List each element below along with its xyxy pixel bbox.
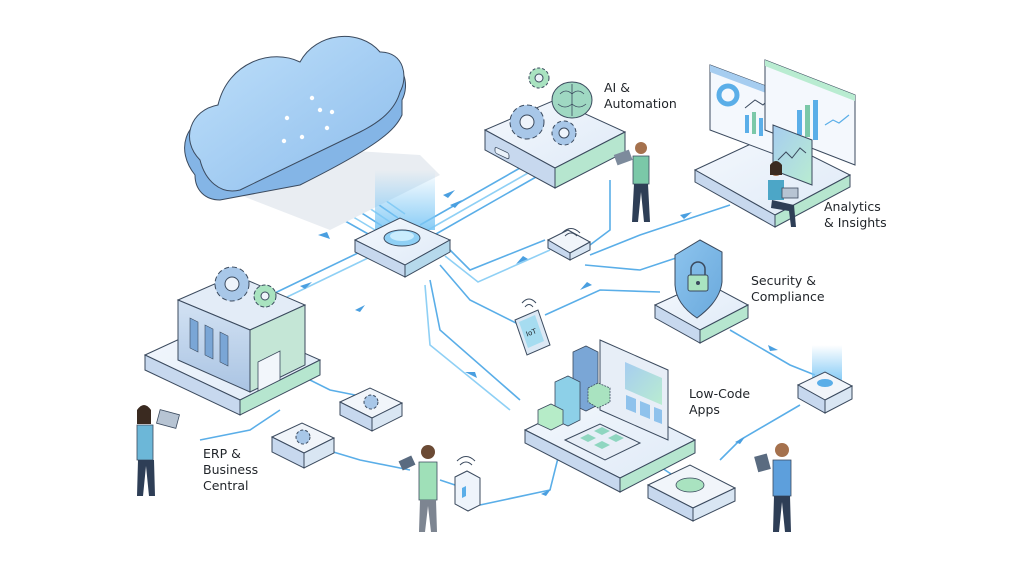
- gear-icon: [214, 266, 250, 302]
- label-security-compliance: Security & Compliance: [751, 273, 825, 305]
- arrow: [443, 190, 455, 198]
- person-ai-laptop: [613, 142, 650, 222]
- arrow: [300, 282, 312, 289]
- cloud-icon: [184, 35, 440, 230]
- gear-icon: [509, 104, 545, 140]
- link-router-analytics: [589, 204, 731, 256]
- label-line: Business: [203, 462, 259, 477]
- link-hub-lowcode-2: [424, 284, 511, 411]
- link-hub-iot: [439, 264, 521, 326]
- arrow: [516, 256, 528, 264]
- label-line: Low-Code: [689, 386, 751, 401]
- person-analytics-laptop: [768, 161, 799, 227]
- cloud-face: [189, 35, 405, 192]
- iot-device-icon: IoT: [514, 298, 551, 356]
- arrow: [318, 232, 330, 239]
- cube-blocks: [537, 345, 611, 431]
- link-beacon-lowcode: [479, 449, 561, 506]
- shield-lock-icon: [674, 239, 723, 319]
- link-hub-router-2: [444, 249, 551, 283]
- link-iot-security: [544, 289, 661, 316]
- gear-icon: [295, 429, 311, 445]
- label-erp-business-central: ERP & Business Central: [203, 446, 258, 494]
- hub-icon: [353, 170, 452, 278]
- person-erp-laptop: [136, 405, 180, 496]
- arrow: [580, 282, 592, 290]
- arrow: [680, 212, 692, 219]
- arrow: [355, 305, 365, 312]
- gear-icon: [363, 394, 379, 410]
- gear-icon: [253, 284, 277, 308]
- link-hub-ai-2: [427, 172, 529, 231]
- ai-automation-node: [483, 67, 627, 189]
- link-hub-ai-1: [419, 167, 521, 226]
- label-line: Apps: [689, 402, 720, 417]
- link-router-ai: [589, 180, 611, 246]
- label-line: ERP &: [203, 446, 241, 461]
- toggle-device: [646, 464, 737, 522]
- low-code-apps-node: [523, 339, 697, 493]
- brain-icon: [551, 81, 593, 119]
- label-line: AI &: [604, 80, 630, 95]
- label-line: Analytics: [824, 199, 881, 214]
- gear-device-1: [338, 387, 404, 432]
- label-line: Automation: [604, 96, 677, 111]
- label-analytics-insights: Analytics & Insights: [824, 199, 887, 231]
- person-tablet-center: [398, 445, 438, 532]
- gear-icon: [551, 120, 577, 146]
- beacon-icon: [454, 456, 481, 512]
- arrow: [450, 200, 462, 208]
- label-line: Security &: [751, 273, 817, 288]
- gear-icon: [528, 67, 550, 89]
- link-erp-person: [199, 409, 281, 441]
- label-line: Compliance: [751, 289, 825, 304]
- label-line: Central: [203, 478, 249, 493]
- dashboard-screen-3: [772, 124, 813, 186]
- label-low-code-apps: Low-Code Apps: [689, 386, 750, 418]
- phone-mockup: [563, 423, 642, 461]
- building-icon: [176, 274, 307, 393]
- arrow: [735, 437, 745, 444]
- erp-business-central-node: [143, 266, 322, 416]
- security-compliance-node: [653, 239, 750, 344]
- gear-device-2: [270, 422, 336, 469]
- link-security-gateway: [729, 329, 816, 376]
- link-hub-router: [449, 239, 546, 271]
- label-line: & Insights: [824, 215, 887, 230]
- iot-label: IoT: [525, 327, 538, 338]
- link-hub-lowcode: [429, 279, 521, 401]
- arrow: [768, 345, 778, 351]
- gateway-device: [796, 345, 854, 414]
- arrow: [465, 372, 477, 378]
- wifi-router-icon: [546, 228, 592, 261]
- label-ai-automation: AI & Automation: [604, 80, 677, 112]
- person-tablet-right: [754, 443, 792, 532]
- tablet-ui-screen: [599, 339, 669, 441]
- arrow: [541, 489, 551, 496]
- link-hub-ai-3: [435, 176, 537, 235]
